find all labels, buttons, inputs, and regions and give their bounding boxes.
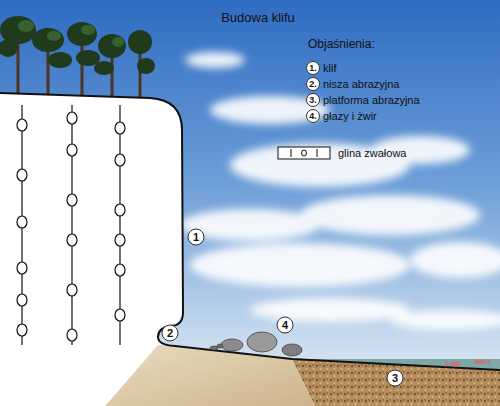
cliff <box>0 93 500 370</box>
till-legend-swatch <box>278 147 330 159</box>
glacial-till-pattern <box>115 264 125 276</box>
glacial-till-pattern <box>115 122 125 134</box>
fish <box>474 360 486 365</box>
clouds <box>180 52 500 330</box>
glacial-till-pattern <box>71 105 72 345</box>
boulders <box>221 339 243 351</box>
cliff <box>0 93 500 406</box>
glacial-till-pattern <box>115 234 125 246</box>
boulders <box>217 344 223 348</box>
legend-number: 4. <box>306 109 320 123</box>
glacial-till-pattern <box>67 112 77 124</box>
legend-number: 3. <box>306 93 320 107</box>
glacial-till-pattern <box>17 262 27 274</box>
boulders <box>247 332 277 352</box>
trees <box>112 37 124 47</box>
glacial-till-pattern <box>115 154 125 166</box>
trees <box>0 16 155 75</box>
glacial-till-pattern <box>115 309 125 321</box>
diagram-title: Budowa klifu <box>221 10 295 25</box>
glacial-till-pattern <box>17 169 27 181</box>
trees <box>94 61 114 75</box>
boulders <box>282 344 302 356</box>
glacial-till-pattern <box>67 144 77 156</box>
fish <box>445 359 490 367</box>
legend-text: klif <box>323 61 336 75</box>
legend-heading: Objaśnienia: <box>308 37 375 51</box>
legend-text: głazy i żwir <box>323 109 377 123</box>
fish <box>445 361 449 367</box>
glacial-till-pattern <box>17 105 125 345</box>
clouds <box>250 298 410 322</box>
clouds <box>300 195 480 235</box>
till-legend-swatch <box>317 149 318 157</box>
glacial-till-pattern <box>17 324 27 336</box>
callout-number: 4 <box>277 317 294 334</box>
trees <box>48 52 72 68</box>
clouds <box>190 243 410 287</box>
callout-number: 1 <box>188 229 205 246</box>
glacial-till-pattern <box>17 119 27 131</box>
trees <box>67 22 97 46</box>
boulders <box>210 332 302 356</box>
fish <box>449 362 461 367</box>
clouds <box>390 310 500 330</box>
glacial-till-pattern <box>17 294 27 306</box>
till-legend-swatch <box>291 149 292 157</box>
trees <box>0 39 18 57</box>
trees <box>18 20 124 47</box>
clouds <box>185 52 245 68</box>
clouds <box>410 242 500 278</box>
glacial-till-pattern <box>115 204 125 216</box>
clouds <box>230 143 410 187</box>
legend-text: glina zwałowa <box>338 146 406 160</box>
trees <box>0 16 155 98</box>
trees <box>81 25 95 35</box>
legend-number: 1. <box>306 61 320 75</box>
callout-number: 3 <box>387 370 404 387</box>
abrasion-platform <box>292 359 500 406</box>
trees <box>32 28 64 52</box>
legend-text: nisza abrazyjna <box>323 77 399 91</box>
cliff <box>0 93 183 406</box>
trees <box>18 20 34 32</box>
glacial-till-pattern <box>17 216 27 228</box>
trees <box>128 30 152 54</box>
trees <box>137 58 155 74</box>
trees <box>47 31 61 41</box>
legend-number: 2. <box>306 77 320 91</box>
abrasion-platform <box>292 359 500 406</box>
callout-number: 2 <box>162 325 179 342</box>
trees <box>98 34 126 58</box>
glacial-till-pattern <box>67 329 77 341</box>
fish <box>486 359 490 365</box>
till-legend-swatch <box>302 150 307 156</box>
glacial-till-pattern <box>67 234 77 246</box>
till-legend-swatch <box>278 147 330 159</box>
glacial-till-pattern <box>67 284 77 296</box>
glacial-till-pattern <box>67 194 77 206</box>
legend-text: platforma abrazyjna <box>323 93 420 107</box>
